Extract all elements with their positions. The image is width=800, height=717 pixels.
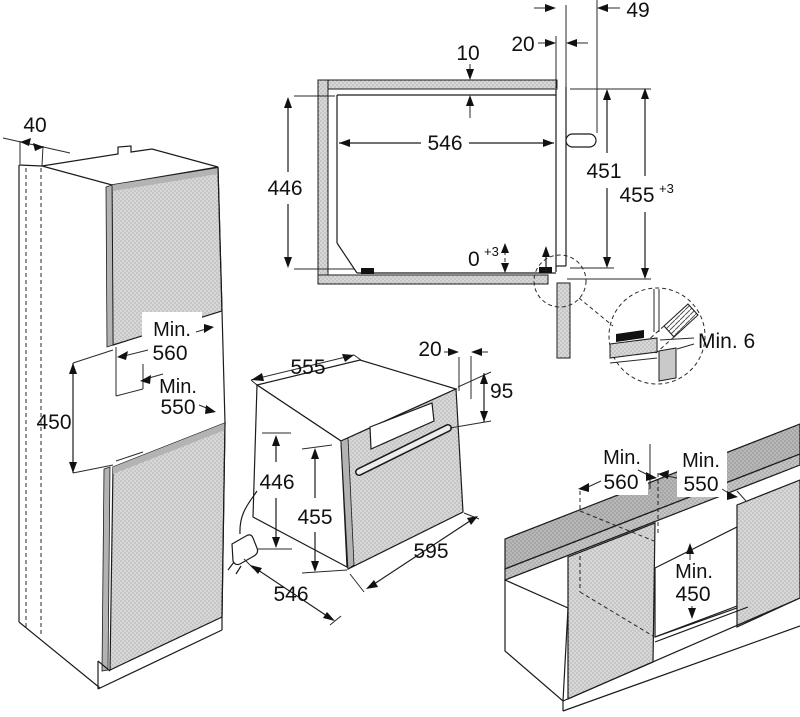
dim-section-inner-depth: 546 — [427, 132, 462, 155]
dim-cabinet-thickness: 40 — [23, 114, 46, 137]
power-plug — [231, 534, 259, 566]
dim-base-min-width: 550 — [683, 473, 718, 496]
dim-section-inner-height: 451 — [586, 160, 621, 183]
oven-control-window — [369, 402, 435, 450]
dim-oven-front-width: 595 — [413, 540, 448, 563]
dim-base-min-depth: 560 — [603, 471, 638, 494]
door-handle-section — [565, 133, 597, 148]
dim-section-niche-height: 455 — [619, 184, 654, 207]
dim-oven-control-height: 95 — [490, 380, 513, 403]
oven-handle — [356, 425, 451, 475]
dim-oven-body-height: 446 — [259, 471, 294, 494]
power-cord — [239, 490, 258, 535]
dim-cabinet-min-width-label: Min. — [159, 376, 197, 398]
dim-base-min-depth-label: Min. — [603, 447, 641, 469]
dim-oven-bottom-depth: 546 — [273, 583, 308, 606]
dim-oven-front-height: 455 — [297, 506, 332, 529]
dim-base-min-height-label: Min. — [675, 561, 713, 583]
dim-oven-top-depth: 555 — [290, 356, 325, 379]
dim-section-niche-height-tol: +3 — [659, 181, 674, 196]
seal-strip — [616, 330, 644, 342]
dim-cabinet-min-depth-label: Min. — [153, 319, 191, 341]
dim-oven-top-setback: 20 — [418, 338, 441, 361]
door-section-bar — [663, 303, 699, 338]
base-cabinet-view: Min. 560 Min. 550 Min. 450 — [504, 423, 800, 712]
dim-section-bottom-gap-tol: +3 — [484, 244, 499, 259]
detail-marker-circle — [533, 254, 587, 308]
counter-front-edge — [556, 282, 571, 359]
dim-base-min-height: 450 — [675, 583, 710, 606]
cabinet-lower-door — [109, 422, 226, 671]
dim-section-top-gap: 10 — [456, 42, 479, 65]
base-side-panel — [504, 579, 569, 703]
oven-view: 555 20 95 446 455 — [227, 338, 513, 626]
dim-base-min-width-label: Min. — [682, 450, 720, 472]
dim-cabinet-min-width: 550 — [160, 396, 195, 419]
dim-detail-min-gap: Min. 6 — [698, 330, 755, 353]
tall-cabinet-view: 40 450 Min. 560 Min. 550 — [2, 114, 226, 690]
section-view: 49 20 10 546 446 451 455 — [267, 0, 674, 359]
dim-section-handle-clearance: 49 — [626, 0, 649, 22]
dim-section-left-height: 446 — [267, 177, 302, 200]
dim-cabinet-min-depth: 560 — [152, 342, 187, 365]
detail-view: Min. 6 — [608, 287, 755, 385]
dim-section-bottom-gap: 0 — [468, 248, 480, 271]
detail-circle — [608, 287, 706, 385]
dim-cabinet-niche-height: 450 — [36, 411, 71, 434]
dim-section-door-offset: 20 — [511, 33, 534, 56]
base-right-front — [736, 479, 800, 628]
